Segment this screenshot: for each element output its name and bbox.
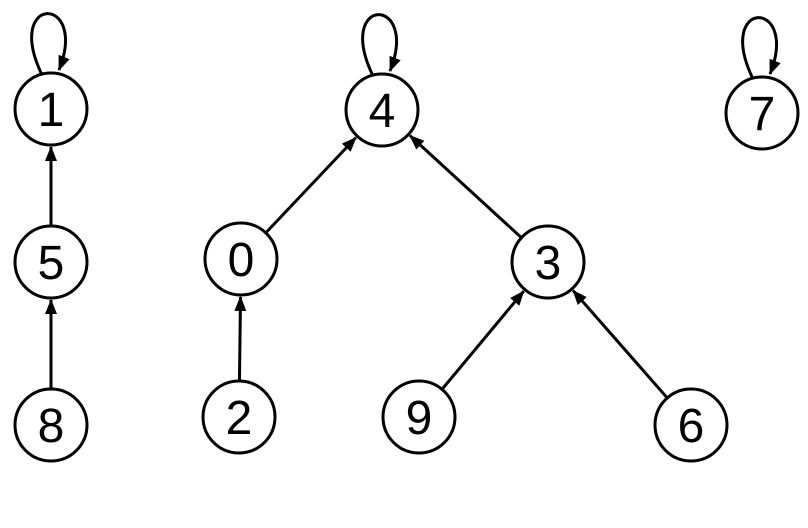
node-label: 9 bbox=[406, 392, 433, 445]
node-circle bbox=[13, 387, 89, 463]
self-loop-4 bbox=[361, 13, 401, 77]
node-1: 1 bbox=[13, 71, 89, 147]
node-4: 4 bbox=[344, 72, 420, 148]
node-0: 0 bbox=[203, 221, 279, 297]
node-circle bbox=[724, 75, 800, 151]
self-loop-7 bbox=[741, 16, 781, 80]
edge-3-to-4 bbox=[409, 134, 523, 239]
node-label: 3 bbox=[535, 237, 562, 290]
loops-layer bbox=[30, 12, 781, 80]
node-label: 0 bbox=[228, 234, 255, 287]
node-circle bbox=[13, 224, 89, 300]
edges-layer bbox=[45, 134, 669, 399]
node-label: 4 bbox=[369, 85, 396, 138]
node-label: 5 bbox=[38, 237, 65, 290]
node-label: 8 bbox=[38, 400, 65, 453]
node-label: 1 bbox=[38, 84, 65, 137]
nodes-layer: 1 5 8 0 2 4 9 3 6 7 bbox=[13, 71, 800, 463]
node-label: 2 bbox=[226, 392, 253, 445]
node-circle bbox=[510, 224, 586, 300]
node-label: 6 bbox=[678, 400, 705, 453]
node-5: 5 bbox=[13, 224, 89, 300]
edge-0-to-4 bbox=[264, 136, 357, 234]
node-circle bbox=[13, 71, 89, 147]
node-circle bbox=[381, 379, 457, 455]
node-9: 9 bbox=[381, 379, 457, 455]
node-6: 6 bbox=[653, 387, 729, 463]
node-2: 2 bbox=[201, 379, 277, 455]
node-circle bbox=[653, 387, 729, 463]
edge-9-to-3 bbox=[440, 290, 525, 391]
node-circle bbox=[201, 379, 277, 455]
node-circle bbox=[344, 72, 420, 148]
edge-2-to-0 bbox=[234, 295, 247, 382]
node-label: 7 bbox=[749, 88, 776, 141]
edge-6-to-3 bbox=[571, 289, 669, 399]
node-8: 8 bbox=[13, 387, 89, 463]
node-3: 3 bbox=[510, 224, 586, 300]
node-circle bbox=[203, 221, 279, 297]
node-7: 7 bbox=[724, 75, 800, 151]
self-loop-1 bbox=[30, 12, 70, 76]
